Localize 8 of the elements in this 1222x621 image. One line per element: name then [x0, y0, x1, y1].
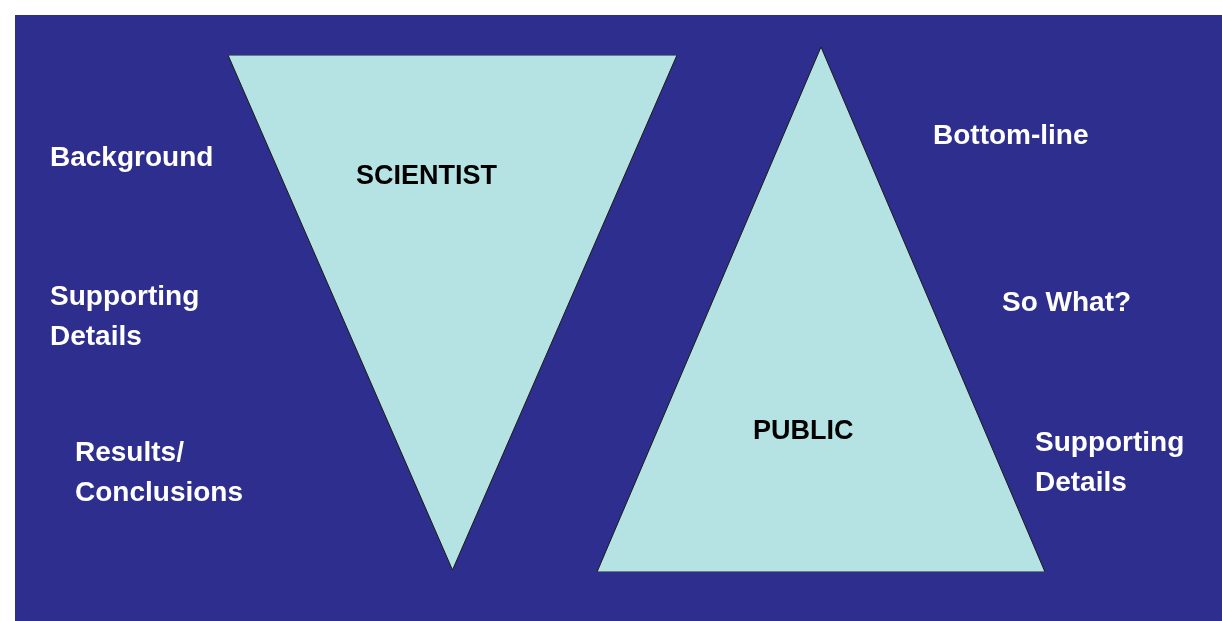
shape-label: SCIENTIST [356, 160, 497, 191]
side-label: So What? [1002, 285, 1133, 319]
side-label: Results/ Conclusions [75, 435, 244, 509]
side-label: Bottom-line [933, 118, 1090, 152]
side-label: Supporting Details [1035, 425, 1186, 499]
side-label: Supporting Details [50, 279, 201, 353]
side-label: Background [50, 140, 215, 174]
shape-label: PUBLIC [753, 415, 854, 446]
